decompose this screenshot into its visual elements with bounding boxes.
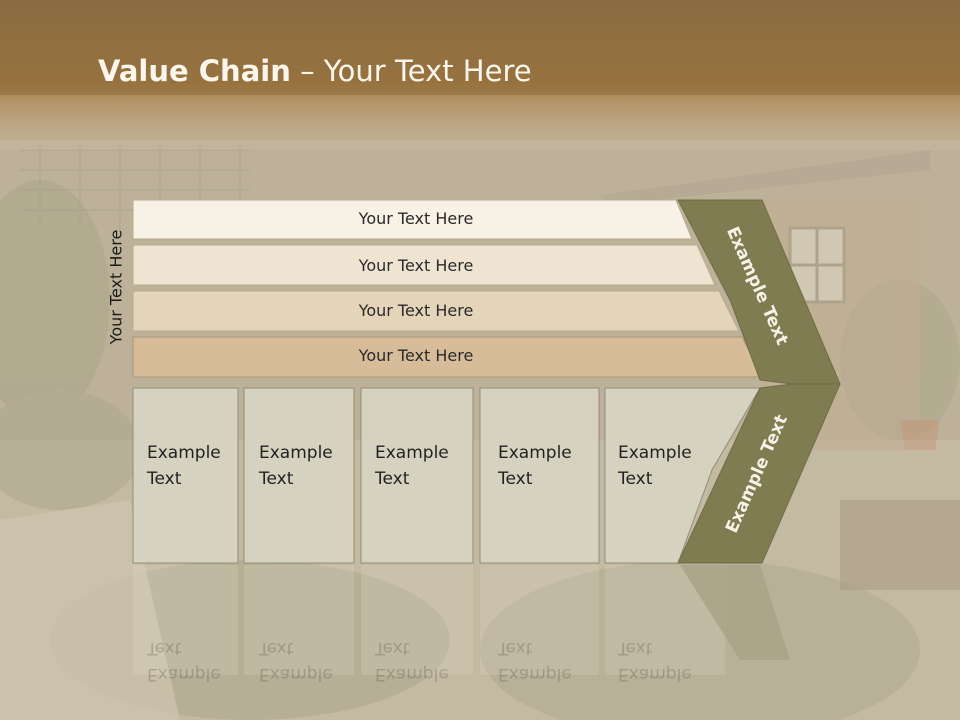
- bar-1-label: Your Text Here: [358, 209, 474, 228]
- column-3: [360, 387, 474, 564]
- column-5-line2: Text: [618, 469, 653, 489]
- side-label-text: Your Text Here: [106, 229, 126, 345]
- title-bold: Value Chain: [98, 54, 291, 88]
- column-4-reflection-line2: Text: [498, 638, 533, 658]
- column-4-reflection-line1: Example: [498, 664, 572, 684]
- bar-3-label: Your Text Here: [358, 301, 474, 320]
- column-5-reflection-line2: Text: [618, 638, 653, 658]
- column-4-line2: Text: [498, 469, 533, 489]
- column-4-text: Example Text: [498, 440, 593, 492]
- column-1-text: Example Text: [147, 440, 242, 492]
- value-chevron: [677, 199, 841, 564]
- bar-3: [132, 290, 740, 332]
- column-4-reflection: Example Text: [498, 635, 593, 687]
- bar-2: [132, 244, 716, 286]
- bar-1: [132, 199, 693, 240]
- column-3-line1: Example: [375, 443, 449, 463]
- chevron-bottom: [677, 383, 841, 564]
- column-3-reflection-line2: Text: [375, 638, 410, 658]
- column-1-line2: Text: [147, 469, 182, 489]
- garden-shed: [600, 150, 960, 590]
- column-2-reflection-line1: Example: [259, 664, 333, 684]
- column-1-line1: Example: [147, 443, 221, 463]
- column-2: [243, 387, 355, 564]
- column-3-reflection-line1: Example: [375, 664, 449, 684]
- column-3-text: Example Text: [375, 440, 470, 492]
- title-rest: – Your Text Here: [290, 54, 532, 88]
- column-1: [132, 387, 239, 564]
- column-2-text: Example Text: [259, 440, 354, 492]
- column-2-line1: Example: [259, 443, 333, 463]
- column-4: [479, 387, 600, 564]
- column-5-text: Example Text: [618, 440, 713, 492]
- column-reflection: [133, 565, 790, 675]
- column-3-line2: Text: [375, 469, 410, 489]
- column-2-reflection-line2: Text: [259, 638, 294, 658]
- column-5-reflection-line1: Example: [618, 664, 692, 684]
- column-5-reflection: Example Text: [618, 635, 713, 687]
- column-1-reflection: Example Text: [147, 635, 242, 687]
- slide-title: Value Chain – Your Text Here: [98, 54, 532, 88]
- column-2-reflection: Example Text: [259, 635, 354, 687]
- column-5: [604, 387, 761, 564]
- column-1-reflection-line2: Text: [147, 638, 182, 658]
- bar-2-label: Your Text Here: [358, 256, 474, 275]
- column-4-line1: Example: [498, 443, 572, 463]
- column-5-line1: Example: [618, 443, 692, 463]
- column-2-line2: Text: [259, 469, 294, 489]
- support-columns: [132, 387, 761, 564]
- column-3-reflection: Example Text: [375, 635, 470, 687]
- column-1-reflection-line1: Example: [147, 664, 221, 684]
- bar-4-label: Your Text Here: [358, 346, 474, 365]
